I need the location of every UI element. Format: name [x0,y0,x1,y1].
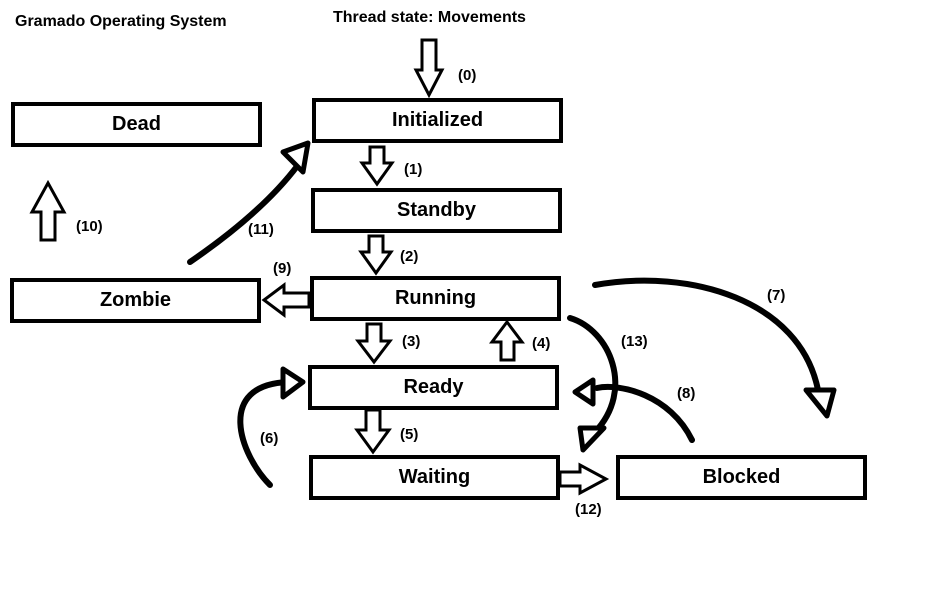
arrow-0-down [413,38,445,99]
arrow-11-curve [187,162,301,265]
arrow-8-curve [594,383,695,443]
arrowhead-11 [280,140,311,175]
transition-label-11: (11) [248,221,274,238]
transition-label-1: (1) [404,161,423,178]
transition-label-6: (6) [260,430,279,447]
state-dead: Dead [11,102,262,147]
arrow-1-down [359,145,395,187]
transition-label-13: (13) [621,333,648,350]
transition-label-8: (8) [677,385,696,402]
transition-label-2: (2) [400,248,419,265]
arrow-5-down [354,408,392,455]
transition-label-12: (12) [575,501,602,518]
arrow-10-up [29,179,67,242]
state-blocked: Blocked [616,455,867,500]
arrowhead-8 [572,377,596,407]
transition-label-5: (5) [400,426,419,443]
state-waiting: Waiting [309,455,560,500]
arrow-7-curve [592,277,821,393]
transition-label-3: (3) [402,333,421,350]
arrow-9-left [261,282,311,318]
arrow-6-curve [237,379,291,488]
state-ready: Ready [308,365,559,410]
arrowhead-13 [577,425,607,453]
state-running: Running [310,276,561,321]
transition-label-0: (0) [458,67,477,84]
arrow-13-curve [567,315,619,435]
arrowhead-7 [803,387,837,419]
system-title: Gramado Operating System [15,13,227,30]
transition-label-10: (10) [76,218,103,235]
arrow-2-down [358,234,394,276]
arrowhead-6 [280,366,306,400]
transition-label-9: (9) [273,260,292,277]
transition-label-7: (7) [767,287,786,304]
transition-label-4: (4) [532,335,551,352]
diagram-title: Thread state: Movements [333,9,526,26]
state-standby: Standby [311,188,562,233]
state-zombie: Zombie [10,278,261,323]
arrow-12-right [558,462,610,496]
arrow-3-down [354,322,394,365]
arrow-4-up [489,319,525,362]
state-initialized: Initialized [312,98,563,143]
